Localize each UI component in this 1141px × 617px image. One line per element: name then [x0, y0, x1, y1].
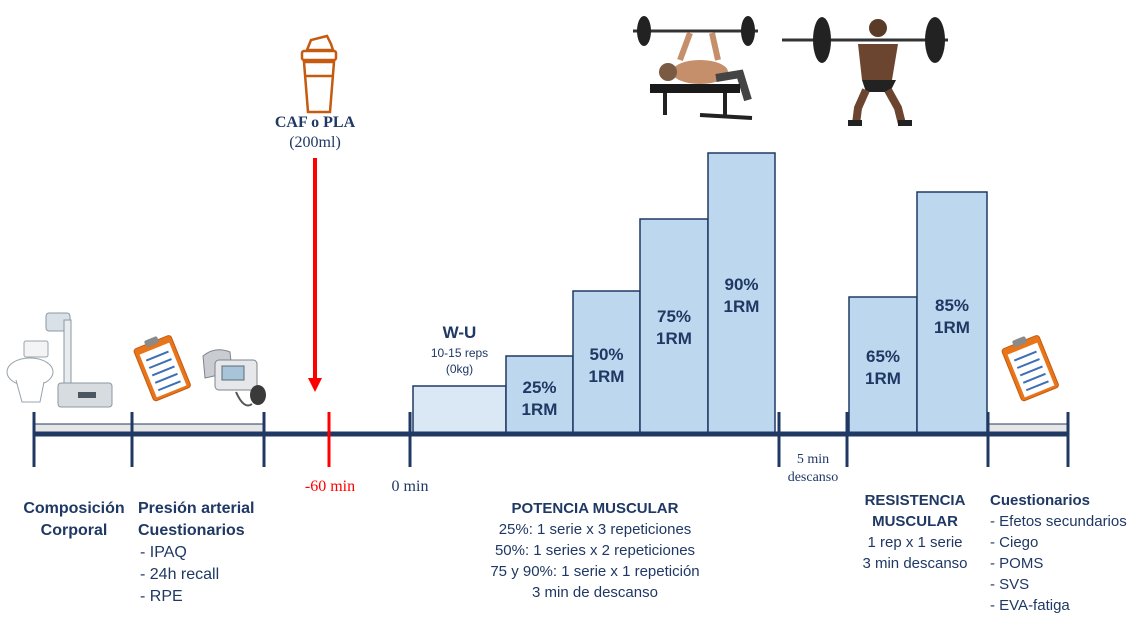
resistencia-line: 3 min descanso — [862, 555, 968, 572]
cuestionarios-section: Cuestionarios - Efetos secundarios - Cie… — [990, 490, 1140, 616]
composicion-line-2: Corporal — [40, 522, 108, 539]
minus-60-label: -60 min — [304, 478, 356, 495]
resistencia-section: RESISTENCIA MUSCULAR 1 rep x 1 serie 3 m… — [845, 490, 985, 574]
bar-label-65: 65% 1RM — [849, 346, 917, 390]
rest-label-1: 5 min — [796, 452, 830, 467]
cuestionarios-list: - Efetos secundarios - Ciego - POMS - SV… — [990, 511, 1140, 616]
potencia-line: 3 min de descanso — [532, 584, 658, 601]
bar-label-85: 85% 1RM — [917, 295, 987, 339]
bar-resistencia-85 — [916, 191, 988, 435]
bar-label-75: 75% 1RM — [640, 306, 708, 350]
list-item: - RPE — [140, 588, 183, 605]
bar-unit-85: 1RM — [934, 318, 970, 338]
list-item: - POMS — [990, 555, 1044, 572]
bar-label-50: 50% 1RM — [573, 344, 640, 388]
presion-title: Presión arterial — [138, 500, 255, 517]
list-item: - SVS — [990, 576, 1030, 593]
composicion-label: Composición Corporal — [14, 498, 134, 542]
bar-potencia-75 — [639, 218, 709, 435]
cuestionarios-title: Cuestionarios — [990, 492, 1091, 509]
bar-unit-25: 1RM — [521, 400, 558, 420]
list-item: - EVA-fatiga — [990, 597, 1070, 614]
bar-label-90: 90% 1RM — [708, 274, 775, 318]
list-item: - IPAQ — [140, 544, 187, 561]
clipboard-icon — [133, 335, 191, 402]
clipboard-icon — [1001, 335, 1059, 402]
resistencia-subtitle: MUSCULAR — [872, 513, 958, 530]
bar-pct-85: 85% — [934, 296, 970, 315]
bar-pct-90: 90% — [724, 275, 759, 294]
resistencia-title: RESISTENCIA — [864, 492, 966, 509]
caf-volume-label: (200ml) — [289, 134, 341, 151]
squat-icon — [782, 17, 948, 126]
presion-subtitle: Cuestionarios — [138, 522, 245, 539]
bar-unit-50: 1RM — [588, 367, 625, 387]
potencia-line: 75 y 90%: 1 serie x 1 repetición — [490, 563, 700, 580]
presion-list: - IPAQ - 24h recall - RPE — [138, 542, 288, 608]
bar-unit-75: 1RM — [656, 329, 692, 349]
bar-unit-90: 1RM — [723, 297, 760, 317]
resistencia-line: 1 rep x 1 serie — [867, 534, 963, 551]
wu-load: (0kg) — [445, 362, 474, 376]
timeline-ticks — [32, 412, 1070, 467]
composicion-line-1: Composición — [23, 500, 125, 517]
bar-unit-65: 1RM — [865, 369, 901, 389]
bar-potencia-90 — [707, 152, 776, 435]
shaker-bottle-icon — [300, 34, 338, 114]
bar-potencia-25 — [505, 355, 574, 435]
bar-wu — [412, 385, 507, 435]
list-item: - Efetos secundarios — [990, 513, 1127, 530]
bar-label-25: 25% 1RM — [506, 377, 573, 421]
list-item: - 24h recall — [140, 566, 220, 583]
potencia-line: 50%: 1 series x 2 repeticiones — [494, 542, 696, 559]
presion-section: Presión arterial Cuestionarios - IPAQ - … — [138, 498, 288, 608]
list-item: - Ciego — [990, 534, 1039, 551]
zero-min-label: 0 min — [391, 478, 429, 495]
potencia-title: POTENCIA MUSCULAR — [511, 500, 679, 517]
blood-pressure-monitor-icon — [202, 349, 266, 407]
potencia-section: POTENCIA MUSCULAR 25%: 1 serie x 3 repet… — [450, 498, 740, 603]
caf-label: CAF o PLA — [274, 114, 356, 131]
bar-pct-75: 75% — [656, 307, 692, 326]
intake-arrow — [308, 158, 322, 392]
bar-resistencia-65 — [848, 296, 918, 435]
wu-reps: 10-15 reps — [430, 346, 489, 360]
bar-pct-25: 25% — [522, 378, 557, 397]
bench-press-icon — [633, 16, 758, 120]
bar-pct-50: 50% — [589, 345, 624, 364]
potencia-line: 25%: 1 serie x 3 repeticiones — [498, 521, 692, 538]
rest-label-2: descanso — [787, 470, 839, 485]
toilet-scale-icon — [6, 312, 113, 408]
bar-pct-65: 65% — [865, 347, 901, 366]
wu-title: W-U — [442, 323, 477, 342]
